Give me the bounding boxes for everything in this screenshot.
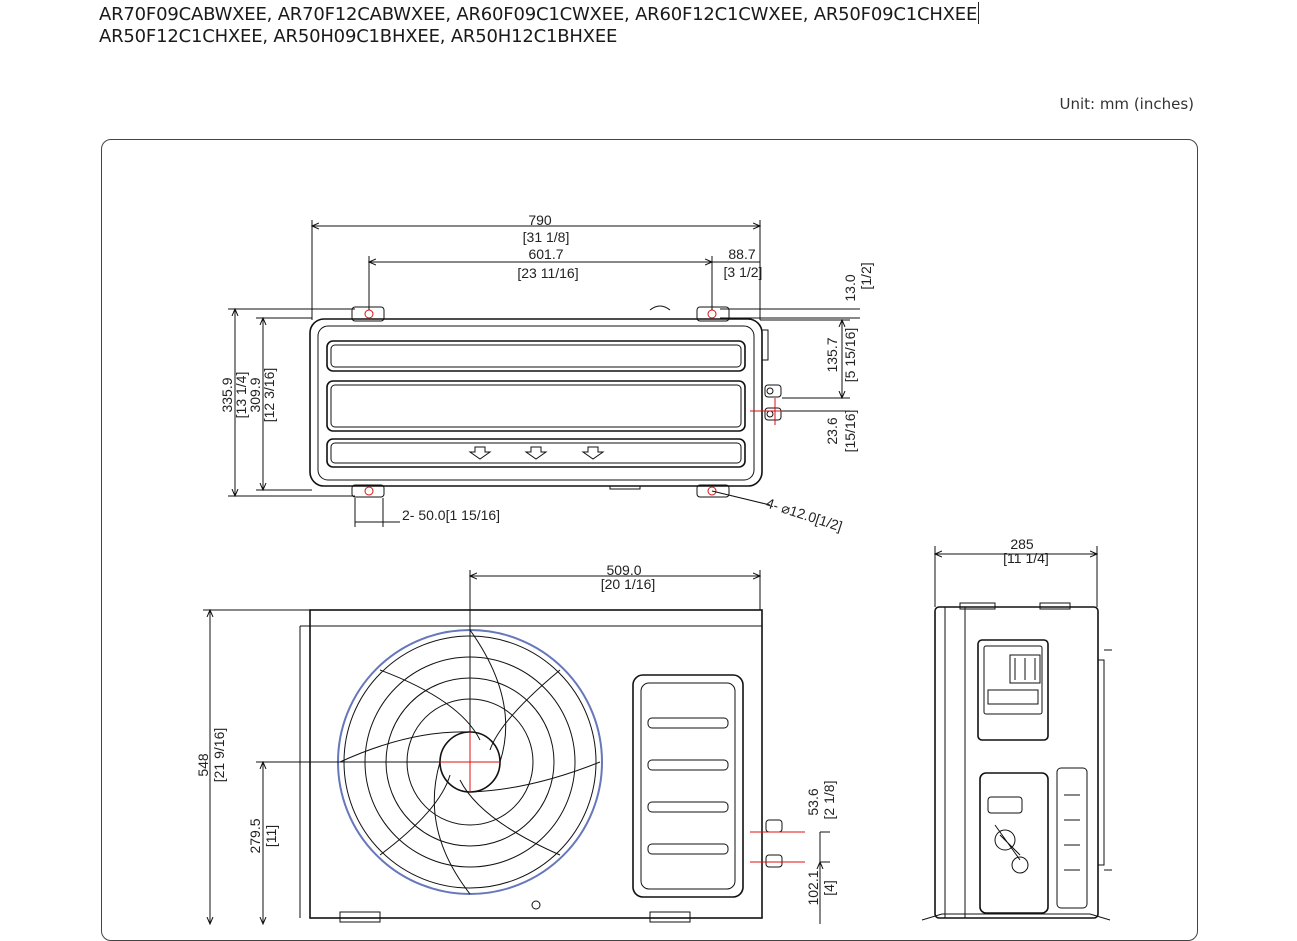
dim-offset-mm: 88.7 bbox=[728, 246, 755, 262]
dim-depth-mm: 335.9 bbox=[219, 377, 235, 412]
dim-height-in: [21 9/16] bbox=[211, 728, 227, 783]
dim-depth-in: [13 1/4] bbox=[233, 372, 249, 419]
unit-label: Unit: mm (inches) bbox=[1059, 95, 1194, 113]
service-valve bbox=[764, 384, 782, 421]
dim-height-mm: 548 bbox=[195, 753, 211, 777]
mounting-hole-marker bbox=[364, 486, 374, 496]
fan-guard-spokes bbox=[339, 629, 601, 895]
dim-valve-pos-in: [5 15/16] bbox=[842, 328, 858, 383]
model-list-line-1: AR70F09CABWXEE, AR70F12CABWXEE, AR60F09C… bbox=[99, 2, 980, 25]
top-view: 790 [31 1/8] 601.7 [23 11/16] 88.7 [3 1/… bbox=[219, 212, 874, 534]
dim-fan-offset-in: [20 1/16] bbox=[601, 576, 656, 592]
dim-fan-center-in: [11] bbox=[263, 825, 279, 847]
side-view: 285 [11 1/4] bbox=[921, 536, 1112, 921]
side-service-panel bbox=[979, 772, 1049, 914]
top-grille-slot bbox=[326, 340, 746, 372]
model-list-line-2: AR50F12C1CHXEE, AR50H09C1BHXEE, AR50H12C… bbox=[99, 26, 618, 47]
dim-width-mm: 790 bbox=[528, 212, 552, 228]
top-grille-slot bbox=[326, 438, 746, 468]
dim-side-depth-mm: 285 bbox=[1010, 536, 1034, 552]
airflow-arrow-icon bbox=[468, 446, 605, 460]
dim-valve-pitch-mm: 53.6 bbox=[805, 788, 821, 815]
dim-inner-depth-in: [12 3/16] bbox=[261, 368, 277, 423]
side-view-body bbox=[934, 606, 1099, 919]
front-view-body bbox=[309, 609, 763, 919]
dim-pitch-in: [23 11/16] bbox=[517, 265, 578, 281]
top-view-body bbox=[309, 318, 763, 487]
mounting-hole-marker bbox=[707, 486, 717, 496]
text-cursor bbox=[978, 2, 980, 24]
service-panel bbox=[632, 674, 744, 898]
dim-fan-center-mm: 279.5 bbox=[247, 818, 263, 853]
side-grille bbox=[1056, 767, 1088, 909]
valve-port bbox=[1011, 856, 1029, 874]
dim-valve-gap-in: [15/16] bbox=[842, 410, 858, 453]
terminal-block bbox=[1009, 654, 1041, 684]
dim-valve-pitch-in: [2 1/8] bbox=[821, 781, 837, 820]
mounting-foot bbox=[351, 306, 385, 322]
dim-hole-label: 4- ⌀12.0[1/2] bbox=[764, 495, 844, 535]
dim-offset-in: [3 1/2] bbox=[724, 264, 763, 280]
dim-inner-depth-mm: 309.9 bbox=[247, 377, 263, 412]
dim-width-in: [31 1/8] bbox=[523, 229, 570, 245]
dim-top-gap-in: [1/2] bbox=[858, 262, 874, 289]
dim-valve-gap-mm: 23.6 bbox=[824, 417, 840, 444]
dim-fan-offset-mm: 509.0 bbox=[606, 562, 641, 578]
dim-pitch-mm: 601.7 bbox=[528, 246, 563, 262]
valve-port bbox=[994, 829, 1016, 851]
mounting-foot bbox=[696, 306, 730, 322]
dim-valve-pos-mm: 135.7 bbox=[824, 337, 840, 372]
dim-valve-low-in: [4] bbox=[821, 880, 837, 896]
front-view: 509.0 [20 1/16] 548 [21 9/16] 279.5 [11]… bbox=[195, 562, 837, 924]
terminal-box bbox=[977, 639, 1049, 741]
mounting-hole-marker bbox=[364, 309, 374, 319]
dim-slot-label: 2- 50.0[1 15/16] bbox=[402, 507, 500, 523]
dim-valve-low-mm: 102.1 bbox=[805, 870, 821, 905]
mounting-foot bbox=[351, 484, 385, 498]
service-valve bbox=[765, 819, 783, 868]
dim-top-gap-mm: 13.0 bbox=[842, 274, 858, 301]
mounting-hole-marker bbox=[707, 309, 717, 319]
dim-side-depth-in: [11 1/4] bbox=[1003, 550, 1049, 566]
top-grille-slot bbox=[326, 380, 746, 432]
mounting-foot bbox=[696, 484, 730, 498]
